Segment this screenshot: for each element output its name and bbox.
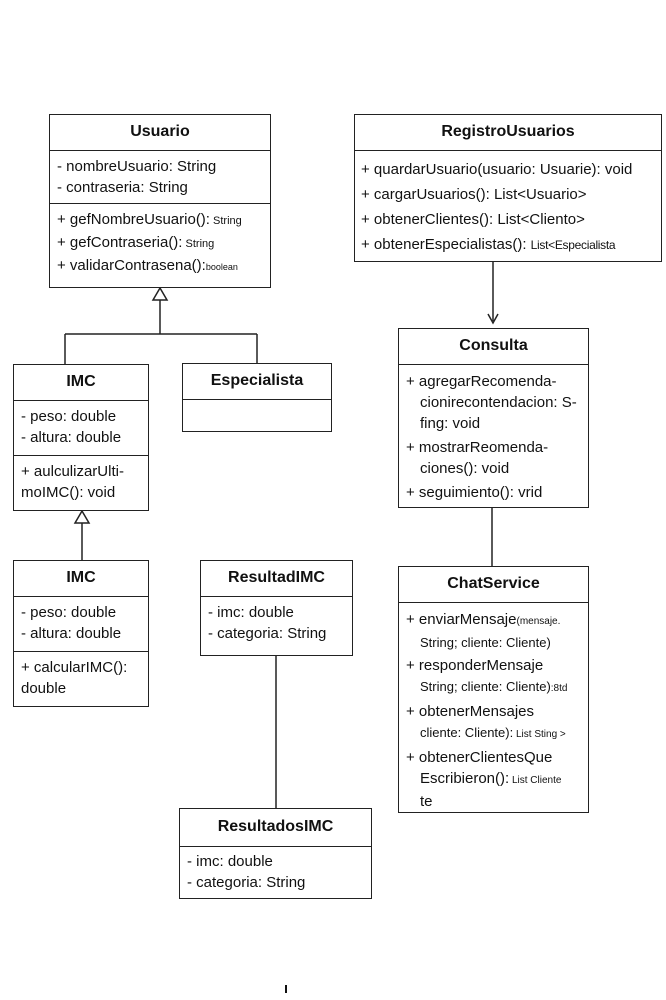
attribute-peso: - peso: double <box>21 408 117 425</box>
method-line: + seguimiento(): vrid <box>406 484 543 501</box>
class-resultadimc: ResultadIMC - imc: double - categoria: S… <box>200 560 353 656</box>
class-name-consulta: Consulta <box>399 329 588 365</box>
inheritance-arrowhead-imc <box>73 509 91 524</box>
attribute-nombre-usuario: - nombreUsuario: String <box>57 158 217 175</box>
method-text: + enviarMensaje <box>406 611 517 628</box>
method-line: cionirecontendacion: S- <box>420 394 577 411</box>
class-usuario: Usuario - nombreUsuario: String - contra… <box>49 114 271 288</box>
method-param-text: (mensaje. <box>516 616 561 627</box>
method-seguimiento: + seguimiento(): vrid <box>406 482 582 503</box>
method-aulculizar-line1: + aulculizarUlti- <box>21 463 124 480</box>
method-text: + quardarUsuario(usuario: Usuarie): void <box>361 161 633 178</box>
method-line: cliente: Cliente): List Sting > <box>406 722 584 745</box>
method-line: + agregarRecomenda- <box>406 373 557 390</box>
method-line: + obtenerMensajes <box>406 703 534 720</box>
class-name-imc: IMC <box>14 365 148 401</box>
method-text: + gefContraseria(): <box>57 234 183 251</box>
method-return-type: boolean <box>205 262 238 272</box>
class-registro-usuarios: RegistroUsuarios + quardarUsuario(usuari… <box>354 114 662 262</box>
method-line: + mostrarReomenda- <box>406 439 549 456</box>
method-quardar-usuario: + quardarUsuario(usuario: Usuarie): void <box>361 157 656 182</box>
methods-usuario: + gefNombreUsuario(): String + gefContra… <box>50 203 270 281</box>
attribute-altura: - altura: double <box>21 625 122 642</box>
class-resultadosimc: ResultadosIMC - imc: double - categoria:… <box>179 808 372 899</box>
class-name-registro-usuarios: RegistroUsuarios <box>355 115 661 151</box>
method-mostrar-recomendaciones: + mostrarReomenda- ciones(): void <box>406 437 582 479</box>
class-name-resultadimc: ResultadIMC <box>201 561 352 597</box>
method-obtener-clientes-que: + obtenerClientesQue Escribieron(): List… <box>406 747 584 812</box>
method-line: String; cliente: Cliente) <box>420 635 551 650</box>
method-text: + obtenerClientes(): List<Cliento> <box>361 211 585 228</box>
class-name-resultadosimc: ResultadosIMC <box>180 809 371 847</box>
method-text: Escribieron(): <box>420 770 510 787</box>
method-calcular-imc-line2: double <box>21 680 67 697</box>
method-aulculizar-line2: moIMC(): void <box>21 484 116 501</box>
method-enviar-mensaje: + enviarMensaje(mensaje. String; cliente… <box>406 609 584 653</box>
class-imc-lower: IMC - peso: double - altura: double + ca… <box>13 560 149 707</box>
attribute-imc: - imc: double <box>187 853 273 870</box>
method-return-type: String <box>182 238 215 250</box>
method-text: + gefNombreUsuario(): <box>57 211 210 228</box>
attribute-imc: - imc: double <box>208 604 294 621</box>
method-obtener-especialistas: + obtenerEspecialistas(): List<Especiali… <box>361 232 656 258</box>
method-line: + enviarMensaje(mensaje. <box>406 609 584 632</box>
class-name-especialista: Especialista <box>183 364 331 400</box>
method-line: fing: void <box>420 415 481 432</box>
attribute-categoria: - categoria: String <box>208 625 327 642</box>
methods-registro-usuarios: + quardarUsuario(usuario: Usuarie): void… <box>355 151 661 258</box>
method-get-contraseria: + gefContraseria(): String <box>57 232 263 255</box>
attribute-peso: - peso: double <box>21 604 117 621</box>
method-obtener-clientes: + obtenerClientes(): List<Cliento> <box>361 207 656 232</box>
method-validar-contrasena: + validarContrasena():boolean <box>57 255 263 278</box>
method-line: + obtenerClientesQue <box>406 749 553 766</box>
class-especialista: Especialista <box>182 363 332 432</box>
method-line: ciones(): void <box>420 460 510 477</box>
method-calcular-imc-line1: + calcularIMC(): <box>21 659 128 676</box>
method-obtener-mensajes: + obtenerMensajes cliente: Cliente): Lis… <box>406 701 584 745</box>
method-return-type: List<Especialista <box>530 238 616 252</box>
method-line: String; cliente: Cliente):8td <box>406 676 584 699</box>
attribute-contraseria: - contraseria: String <box>57 179 188 196</box>
method-text: + obtenerEspecialistas(): <box>361 236 531 253</box>
method-return-type: List Cliente <box>509 775 562 786</box>
class-chatservice: ChatService + enviarMensaje(mensaje. Str… <box>398 566 589 813</box>
method-return-type: String <box>209 215 242 227</box>
methods-consulta: + agregarRecomenda- cionirecontendacion:… <box>399 365 588 503</box>
class-name-imc-lower: IMC <box>14 561 148 597</box>
methods-imc: + aulculizarUlti- moIMC(): void <box>14 455 148 506</box>
stray-mark <box>285 985 287 993</box>
attributes-usuario: - nombreUsuario: String - contraseria: S… <box>50 151 270 203</box>
method-return-type: List Sting > <box>513 729 566 740</box>
class-imc: IMC - peso: double - altura: double + au… <box>13 364 149 511</box>
method-line: Escribieron(): List Cliente <box>406 768 584 791</box>
attributes-imc: - peso: double - altura: double <box>14 401 148 455</box>
method-get-nombre-usuario: + gefNombreUsuario(): String <box>57 209 263 232</box>
class-name-usuario: Usuario <box>50 115 270 151</box>
method-text: cliente: Cliente): <box>420 725 514 740</box>
association-arrowhead-consulta <box>487 313 499 325</box>
method-text: + cargarUsuarios(): List<Usuario> <box>361 186 587 203</box>
attributes-imc-lower: - peso: double - altura: double <box>14 597 148 651</box>
method-return-type: :8td <box>550 683 568 694</box>
attributes-resultadimc: - imc: double - categoria: String <box>201 597 352 647</box>
methods-chatservice: + enviarMensaje(mensaje. String; cliente… <box>399 603 588 812</box>
attributes-resultadosimc: - imc: double - categoria: String <box>180 847 371 896</box>
class-consulta: Consulta + agregarRecomenda- cionirecont… <box>398 328 589 508</box>
methods-imc-lower: + calcularIMC(): double <box>14 651 148 702</box>
method-text: + validarContrasena(): <box>57 257 206 274</box>
method-cargar-usuarios: + cargarUsuarios(): List<Usuario> <box>361 182 656 207</box>
method-text: String; cliente: Cliente) <box>420 679 551 694</box>
method-agregar-recomendacion: + agregarRecomenda- cionirecontendacion:… <box>406 371 582 434</box>
attribute-altura: - altura: double <box>21 429 122 446</box>
method-line: te <box>420 793 433 810</box>
method-line: + responderMensaje <box>406 657 544 674</box>
attribute-categoria: - categoria: String <box>187 874 306 891</box>
inheritance-arrowhead-usuario <box>151 286 169 301</box>
method-responder-mensaje: + responderMensaje String; cliente: Clie… <box>406 655 584 699</box>
class-name-chatservice: ChatService <box>399 567 588 603</box>
